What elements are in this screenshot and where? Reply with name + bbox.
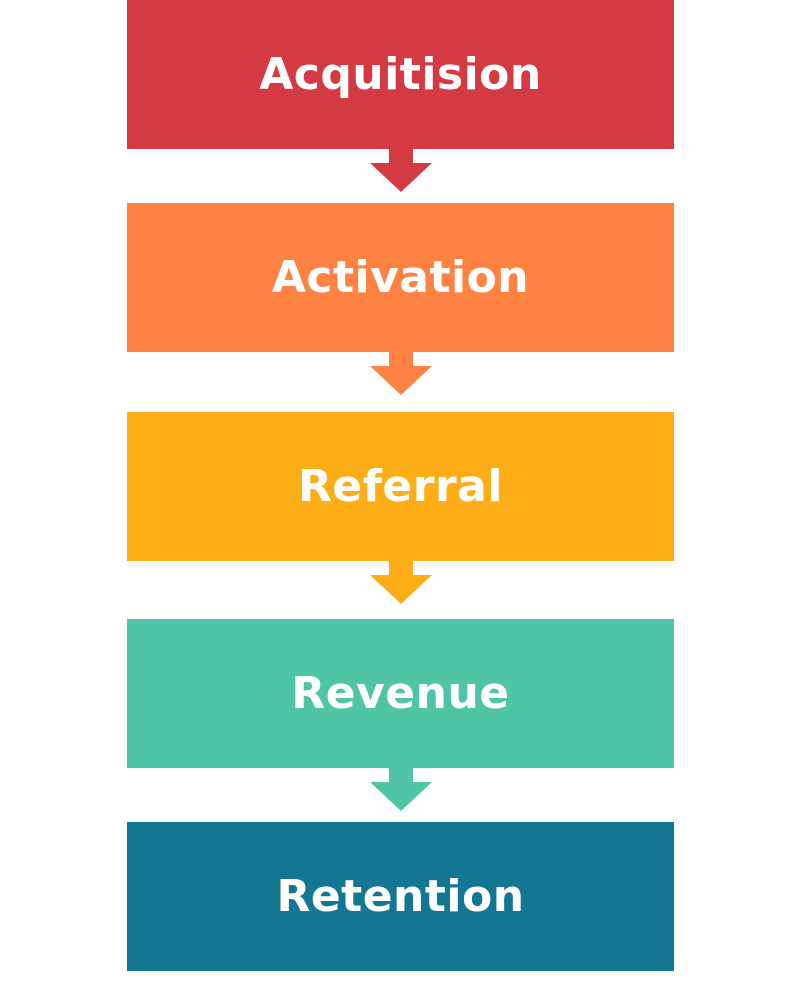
step-label: Retention <box>276 870 525 922</box>
step-label: Referral <box>298 460 503 512</box>
step-label: Activation <box>271 251 530 303</box>
step-retention: Retention <box>127 822 674 971</box>
down-arrow-icon <box>370 561 432 604</box>
step-activation: Activation <box>127 203 674 352</box>
step-acquisition: Acquitision <box>127 0 674 149</box>
step-revenue: Revenue <box>127 619 674 768</box>
step-label: Acquitision <box>259 48 542 100</box>
funnel-diagram: Acquitision Activation Referral Revenue … <box>127 0 674 1008</box>
down-arrow-icon <box>370 149 432 192</box>
down-arrow-icon <box>370 768 432 811</box>
step-label: Revenue <box>291 667 510 719</box>
step-referral: Referral <box>127 412 674 561</box>
down-arrow-icon <box>370 352 432 395</box>
